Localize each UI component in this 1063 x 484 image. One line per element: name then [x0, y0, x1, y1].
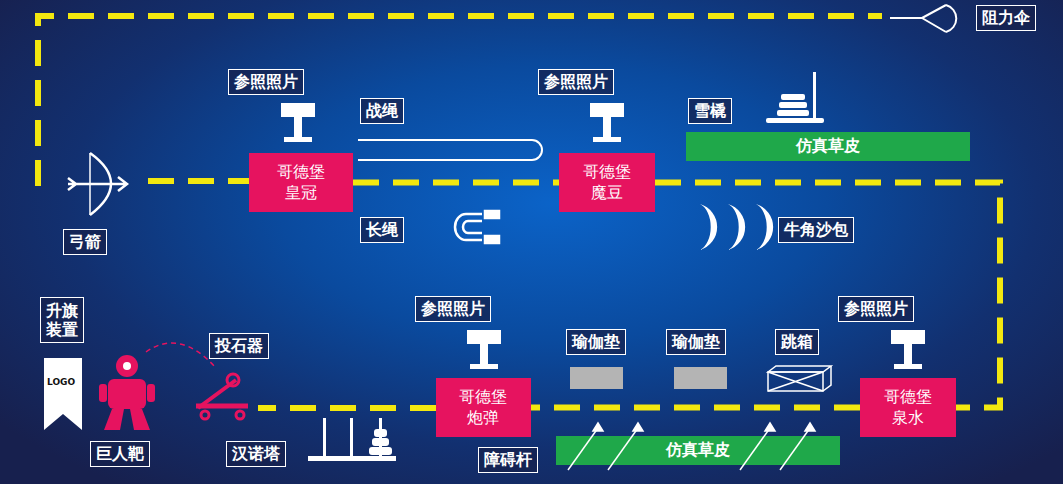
item-tag: 瑜伽垫: [566, 329, 626, 355]
hurdle-top: [633, 423, 643, 431]
item-tag: 升旗装置: [40, 297, 84, 343]
battle-rope-icon: [358, 140, 542, 160]
node-text: 哥德堡 皇冠: [275, 162, 328, 204]
course-path-left: [148, 178, 249, 184]
node-text: 瑜伽垫: [672, 332, 720, 351]
long-rope-icon: [455, 211, 499, 243]
photo-stand-icons: [281, 103, 925, 369]
node-text: 雪橇: [694, 101, 726, 120]
node-text: 跳箱: [781, 332, 813, 351]
course-connector: [655, 183, 1000, 408]
hurdle-top: [765, 423, 775, 431]
hurdle-top: [805, 423, 815, 431]
node-text: 哥德堡 魔豆: [581, 162, 634, 204]
item-tag: 参照照片: [838, 296, 914, 322]
node-text: 哥德堡 炮弹: [457, 387, 510, 429]
giant-target-icon: [99, 355, 155, 430]
jump-box-icon: [768, 366, 831, 391]
item-tag: 瑜伽垫: [666, 329, 726, 355]
station-box: 哥德堡 炮弹: [436, 378, 531, 437]
item-tag: 参照照片: [415, 296, 491, 322]
turf-band: 仿真草皮: [556, 436, 840, 465]
item-tag: 跳箱: [775, 329, 819, 355]
station-box: 哥德堡 皇冠: [249, 153, 353, 212]
item-tag: 投石器: [209, 333, 269, 359]
node-text: 长绳: [366, 220, 398, 239]
hurdle-pole: [740, 428, 770, 470]
item-tag: 战绳: [360, 98, 404, 124]
hanoi-icon: [308, 418, 396, 461]
item-tag: 阻力伞: [976, 5, 1036, 31]
node-text: 哥德堡 泉水: [882, 387, 935, 429]
bow-icon: [68, 153, 127, 215]
item-tag: 汉诺塔: [226, 441, 286, 467]
catapult-icon: [196, 374, 248, 419]
hurdle-top: [593, 423, 603, 431]
node-text: 参照照片: [421, 299, 485, 318]
station-box: 哥德堡 泉水: [860, 378, 956, 437]
hurdle-pole: [608, 428, 638, 470]
item-tag: 弓箭: [63, 229, 107, 255]
station-box: 哥德堡 魔豆: [559, 153, 655, 212]
node-text: 战绳: [366, 101, 398, 120]
node-text: 牛角沙包: [784, 220, 848, 239]
node-text: 仿真草皮: [666, 440, 730, 461]
node-text: 巨人靶: [96, 444, 144, 463]
node-text: 参照照片: [234, 72, 298, 91]
horn-sandbag-icon: [700, 204, 773, 250]
hurdle-pole: [568, 428, 598, 470]
item-tag: 雪橇: [688, 98, 732, 124]
item-tag: 参照照片: [228, 69, 304, 95]
throw-arc: [146, 343, 216, 368]
node-text: 投石器: [215, 336, 263, 355]
flag-logo: LOGO: [47, 377, 75, 387]
node-text: 瑜伽垫: [572, 332, 620, 351]
node-text: 升旗装置: [46, 301, 78, 339]
hurdle-pole: [780, 428, 810, 470]
item-tag: 巨人靶: [90, 441, 150, 467]
course-path-bottom: [258, 405, 436, 411]
item-tag: 长绳: [360, 217, 404, 243]
node-text: 仿真草皮: [796, 136, 860, 157]
yoga-mat-icons: [570, 367, 727, 389]
node-text: 阻力伞: [982, 8, 1030, 27]
parachute-icon: [890, 5, 956, 32]
node-text: 障碍杆: [484, 450, 532, 469]
item-tag: 参照照片: [538, 69, 614, 95]
course-connector: [531, 405, 860, 411]
sled-icon: [766, 72, 824, 123]
turf-band: 仿真草皮: [686, 132, 970, 161]
node-text: 弓箭: [69, 232, 101, 251]
item-tag: 牛角沙包: [778, 217, 854, 243]
node-text: 参照照片: [844, 299, 908, 318]
course-path: [38, 16, 882, 408]
item-tag: 障碍杆: [478, 447, 538, 473]
flag-icon: [44, 358, 82, 430]
node-text: 参照照片: [544, 72, 608, 91]
node-text: 汉诺塔: [232, 444, 280, 463]
course-connector: [353, 180, 559, 186]
